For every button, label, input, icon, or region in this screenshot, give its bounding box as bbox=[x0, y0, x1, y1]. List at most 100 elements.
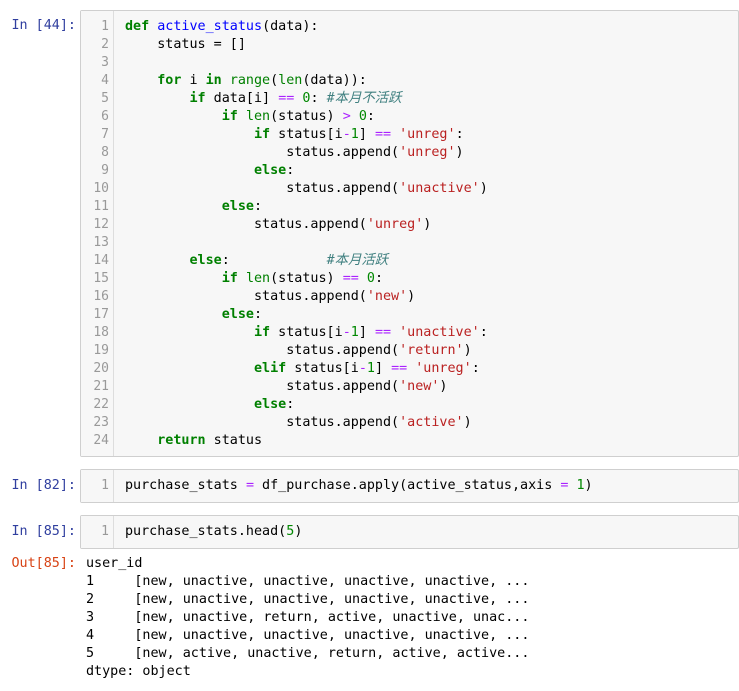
code-token: == bbox=[374, 127, 392, 142]
code-token: > bbox=[342, 109, 351, 124]
code-token: 'new' bbox=[366, 289, 408, 304]
code-token: ] bbox=[374, 361, 392, 376]
code-token: 'unactive' bbox=[399, 325, 480, 340]
code-text: if status[i-1] == 'unreg': bbox=[125, 126, 464, 144]
code-token: else bbox=[254, 163, 287, 178]
line-number: 18 bbox=[93, 325, 109, 340]
line-number: 6 bbox=[101, 109, 109, 124]
code-token: if bbox=[221, 271, 238, 286]
line-number: 1 bbox=[101, 478, 109, 493]
code-text: if len(status) > 0: bbox=[125, 108, 375, 126]
code-token: elif bbox=[254, 361, 287, 376]
code-token: (status) bbox=[270, 109, 343, 124]
code-line: 7 if status[i-1] == 'unreg': bbox=[81, 126, 738, 144]
code-token: status.append( bbox=[125, 217, 367, 232]
code-token: = bbox=[245, 478, 254, 493]
code-text: else: #本月活跃 bbox=[125, 252, 389, 270]
code-token: 1 bbox=[366, 361, 375, 376]
code-token bbox=[238, 109, 246, 124]
code-token: - bbox=[358, 361, 367, 376]
code-token bbox=[125, 307, 222, 322]
code-token bbox=[359, 271, 367, 286]
code-line: 13 bbox=[81, 234, 738, 252]
code-token bbox=[125, 271, 222, 286]
input-prompt: In [82]: bbox=[11, 478, 77, 493]
output-line: 2 [new, unactive, unactive, unactive, un… bbox=[86, 592, 530, 607]
code-text: status = [] bbox=[125, 36, 246, 54]
code-token: status.append( bbox=[125, 343, 400, 358]
code-line: 22 else: bbox=[81, 396, 738, 414]
line-number: 9 bbox=[101, 163, 109, 178]
code-line: 19 status.append('return') bbox=[81, 342, 738, 360]
code-token: ) bbox=[463, 415, 472, 430]
input-prompt: In [44]: bbox=[11, 18, 77, 33]
code-token: else bbox=[221, 307, 254, 322]
code-token: : bbox=[286, 163, 295, 178]
line-number: 10 bbox=[93, 181, 109, 196]
code-token: - bbox=[342, 325, 351, 340]
code-token: : bbox=[455, 127, 464, 142]
code-token: 'return' bbox=[399, 343, 464, 358]
line-number: 5 bbox=[101, 91, 109, 106]
code-token: purchase_stats bbox=[125, 478, 246, 493]
code-token bbox=[391, 325, 399, 340]
code-token: status[i bbox=[270, 127, 343, 142]
code-text: return status bbox=[125, 432, 262, 450]
code-token: status.append( bbox=[125, 415, 400, 430]
code-token: ) bbox=[463, 343, 472, 358]
line-number-gutter bbox=[81, 516, 114, 548]
code-token bbox=[351, 109, 359, 124]
line-number: 8 bbox=[101, 145, 109, 160]
code-token: status.append( bbox=[125, 379, 400, 394]
code-token: ) bbox=[407, 289, 416, 304]
code-token: def bbox=[125, 19, 150, 34]
line-number: 16 bbox=[93, 289, 109, 304]
line-number-gutter bbox=[81, 11, 114, 456]
code-token: ) bbox=[439, 379, 448, 394]
code-token: status[i bbox=[286, 361, 359, 376]
code-line: 15 if len(status) == 0: bbox=[81, 270, 738, 288]
code-token: status bbox=[205, 433, 263, 448]
code-line: 20 elif status[i-1] == 'unreg': bbox=[81, 360, 738, 378]
code-token: == bbox=[391, 361, 408, 376]
code-token: len bbox=[278, 73, 303, 88]
code-line: 9 else: bbox=[81, 162, 738, 180]
code-token: 'unactive' bbox=[399, 181, 480, 196]
code-token: status.append( bbox=[125, 145, 400, 160]
code-token: status = [] bbox=[125, 37, 246, 52]
code-token bbox=[125, 109, 222, 124]
line-number: 1 bbox=[101, 524, 109, 539]
code-token bbox=[125, 253, 190, 268]
code-token bbox=[125, 325, 254, 340]
code-token: len bbox=[245, 109, 271, 124]
code-token: == bbox=[278, 91, 295, 106]
code-token: status.append( bbox=[125, 181, 400, 196]
code-token bbox=[125, 397, 254, 412]
code-token: ) bbox=[455, 145, 464, 160]
line-number: 4 bbox=[101, 73, 109, 88]
output-line: 3 [new, unactive, return, active, unacti… bbox=[86, 610, 530, 625]
code-token: i bbox=[181, 73, 206, 88]
code-token: : bbox=[254, 199, 263, 214]
code-token: : bbox=[221, 253, 327, 268]
code-token: 'active' bbox=[399, 415, 464, 430]
line-number: 11 bbox=[93, 199, 109, 214]
code-token: len bbox=[245, 271, 271, 286]
code-token: ] bbox=[358, 127, 375, 142]
code-text: status.append('active') bbox=[125, 414, 472, 432]
code-token: = bbox=[560, 478, 569, 493]
code-token: if bbox=[254, 127, 271, 142]
line-number: 22 bbox=[93, 397, 109, 412]
code-token: data[i] bbox=[205, 91, 279, 106]
code-line: 16 status.append('new') bbox=[81, 288, 738, 306]
code-token: 'unreg' bbox=[399, 145, 456, 160]
output-text: user_id 1 [new, unactive, unactive, unac… bbox=[86, 555, 529, 681]
code-token: == bbox=[342, 271, 359, 286]
code-text: status.append('new') bbox=[125, 378, 447, 396]
code-token: return bbox=[157, 433, 206, 448]
